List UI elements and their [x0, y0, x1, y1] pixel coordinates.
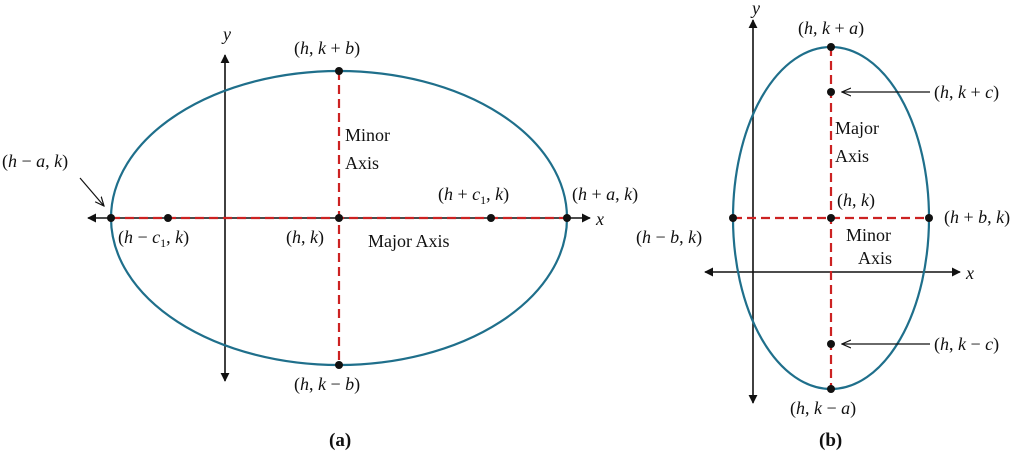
- panel-b-label-lower-focus: (h, k − c): [934, 334, 999, 355]
- panel-b-point-lower-focus: [827, 340, 835, 348]
- panel-b-label-right: (h + b, k): [944, 207, 1010, 228]
- panel-a-label-left-vertex: (h − a, k): [2, 151, 68, 172]
- panel-a-major-axis-label: Major Axis: [368, 231, 450, 251]
- panel-a-point-right-vertex: [563, 214, 571, 222]
- panel-a-point-top: [335, 67, 343, 75]
- panel-a-label-left-focus: (h − c1, k): [118, 227, 189, 250]
- panel-a-point-center: [335, 214, 343, 222]
- panel-b-point-left: [729, 214, 737, 222]
- panel-a-point-bottom: [335, 361, 343, 369]
- panel-a-y-axis-label: y: [221, 24, 231, 44]
- panel-a-label-right-focus: (h + c1, k): [438, 184, 509, 207]
- panel-a-label-center: (h, k): [286, 227, 324, 248]
- panel-b-point-center: [827, 214, 835, 222]
- panel-b-caption: (b): [819, 430, 842, 451]
- panel-a-point-left-vertex: [107, 214, 115, 222]
- panel-a-caption: (a): [329, 430, 351, 451]
- panel-b-x-axis-label: x: [965, 263, 974, 283]
- panel-a-minor-axis-label-line2: Axis: [345, 153, 379, 173]
- panel-b-point-top-vertex: [827, 43, 835, 51]
- panel-b-major-axis-label-line1: Major: [835, 118, 879, 138]
- panel-b-label-center: (h, k): [837, 190, 875, 211]
- panel-a-minor-axis-label-line1: Minor: [345, 125, 390, 145]
- panel-b-label-upper-focus: (h, k + c): [934, 82, 999, 103]
- panel-b-minor-axis-label-line1: Minor: [846, 225, 891, 245]
- panel-a-label-right-vertex: (h + a, k): [572, 184, 638, 205]
- panel-b-point-bottom-vertex: [827, 385, 835, 393]
- panel-a-point-left-focus: [164, 214, 172, 222]
- panel-a-label-bottom: (h, k − b): [294, 374, 360, 395]
- panel-b: x y (h, k + a) (h, k − a) (h, k + c) (h,…: [636, 0, 1010, 451]
- panel-a: x y (h, k + b) (h, k − b) (h − a, k) (h …: [2, 24, 638, 451]
- panel-b-point-upper-focus: [827, 88, 835, 96]
- panel-b-point-right: [925, 214, 933, 222]
- panel-b-y-axis-label: y: [750, 0, 760, 18]
- panel-b-minor-axis-label-line2: Axis: [858, 248, 892, 268]
- panel-b-major-axis-label-line2: Axis: [835, 146, 869, 166]
- panel-a-point-right-focus: [487, 214, 495, 222]
- panel-a-left-vertex-pointer: [79, 177, 104, 206]
- panel-a-x-axis-label: x: [595, 209, 604, 229]
- panel-b-label-left: (h − b, k): [636, 227, 702, 248]
- panel-b-label-top-vertex: (h, k + a): [798, 18, 864, 39]
- panel-b-label-bottom-vertex: (h, k − a): [790, 398, 856, 419]
- panel-a-label-top: (h, k + b): [294, 38, 360, 59]
